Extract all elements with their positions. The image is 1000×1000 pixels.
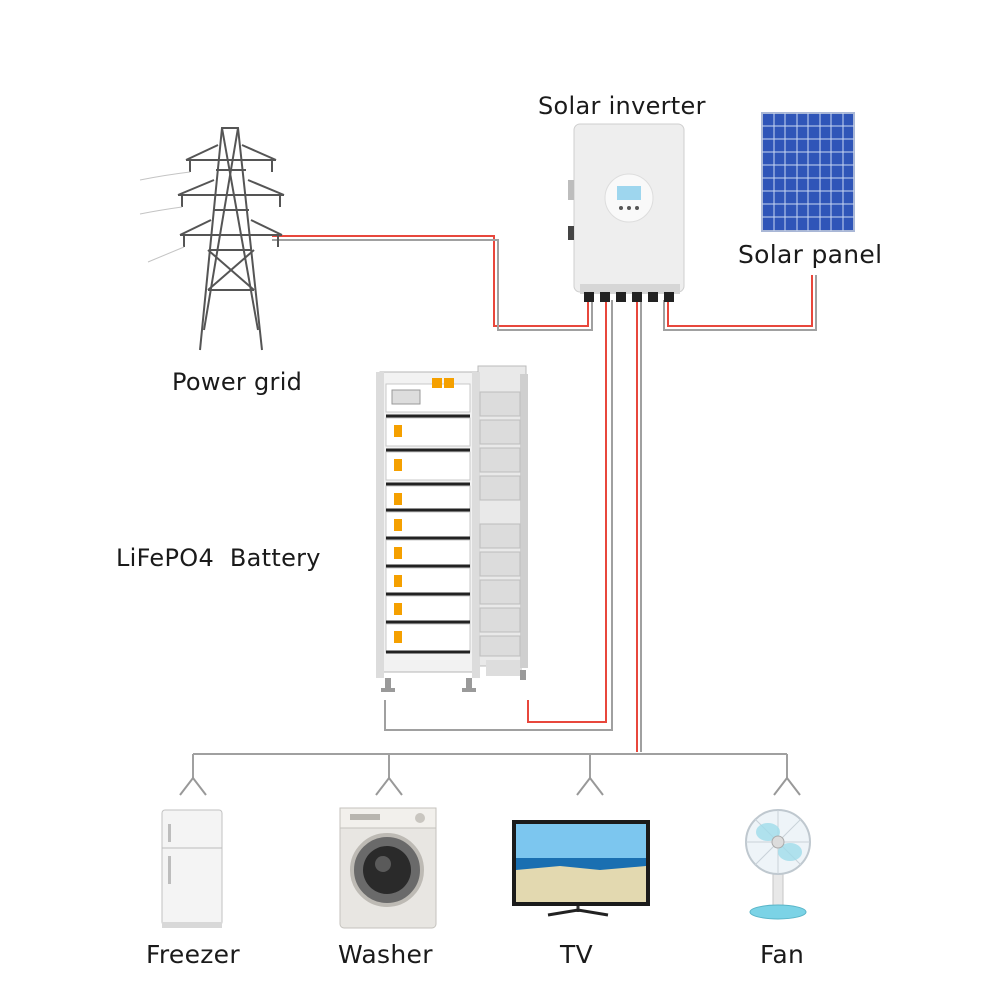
solar-inverter-icon bbox=[568, 123, 685, 302]
plug-fork-tv bbox=[576, 776, 604, 796]
wires bbox=[179, 235, 817, 796]
plug-fork-freezer bbox=[179, 776, 207, 796]
wire-battery-red bbox=[527, 300, 607, 723]
power-grid-label: Power grid bbox=[172, 368, 303, 396]
wire-battery-gray bbox=[384, 300, 613, 731]
battery-rack-icon bbox=[376, 365, 528, 692]
battery-label: LiFePO4 Battery bbox=[116, 544, 321, 572]
plug-fork-fan bbox=[773, 776, 801, 796]
wire-panel-inverter-gray bbox=[663, 275, 817, 331]
electric-fan-icon bbox=[745, 809, 811, 920]
television-icon bbox=[512, 820, 650, 917]
solar-panel-label: Solar panel bbox=[738, 240, 883, 269]
wire-panel-inverter bbox=[667, 275, 813, 327]
washer-label: Washer bbox=[338, 940, 433, 969]
transmission-tower-icon bbox=[139, 127, 285, 351]
solar-panel-icon bbox=[761, 112, 855, 232]
tv-label: TV bbox=[560, 940, 593, 969]
fan-label: Fan bbox=[760, 940, 805, 969]
wire-grid-inverter bbox=[272, 235, 589, 327]
wire-grid-inverter-gray bbox=[272, 239, 593, 331]
washing-machine-icon bbox=[339, 807, 437, 929]
solar-inverter-label: Solar inverter bbox=[538, 92, 706, 120]
refrigerator-icon bbox=[161, 809, 223, 928]
plug-fork-washer bbox=[375, 776, 403, 796]
freezer-label: Freezer bbox=[146, 940, 240, 969]
